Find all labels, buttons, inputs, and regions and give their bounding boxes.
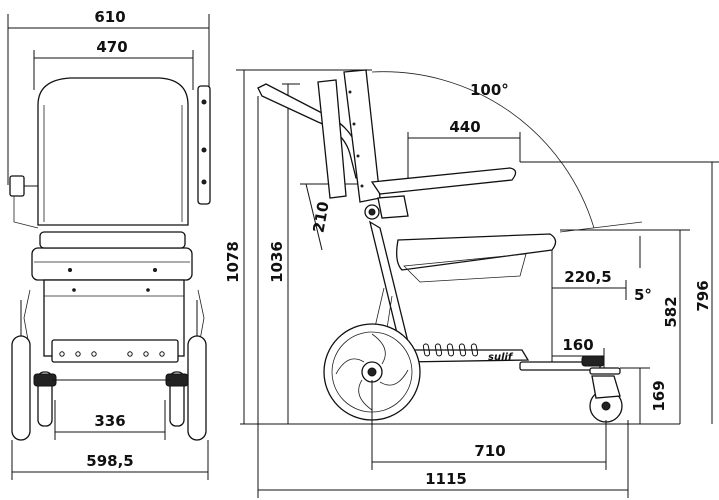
dim-overall-width: 610 xyxy=(94,8,125,26)
front-view: 610 470 xyxy=(7,8,211,480)
dim-armrest-top-height: 796 xyxy=(694,280,712,311)
front-armrest-right xyxy=(197,85,211,205)
dim-seat-offset: 220,5 xyxy=(564,268,611,286)
front-wheel-left xyxy=(11,335,31,441)
front-armrest-left xyxy=(9,175,25,197)
side-seat xyxy=(396,233,557,271)
front-wheel-right xyxy=(187,335,207,441)
dim-seat-width: 470 xyxy=(96,38,127,56)
dim-handle-height: 1036 xyxy=(268,241,286,283)
dim-seat-tilt: 5° xyxy=(634,286,652,304)
dim-armrest-length: 440 xyxy=(449,118,480,136)
dim-wheel-track: 336 xyxy=(94,412,125,430)
dim-overall-length: 1115 xyxy=(425,470,467,488)
front-backrest xyxy=(37,77,189,226)
dim-backrest-angle: 100° xyxy=(470,81,509,99)
dim-base-width: 598,5 xyxy=(86,452,133,470)
dim-overall-height: 1078 xyxy=(224,241,242,283)
dim-armrest-height: 210 xyxy=(309,200,332,234)
dim-wheelbase: 710 xyxy=(474,442,505,460)
dim-footrest-height: 169 xyxy=(650,380,668,411)
brand-mark: sulif xyxy=(488,352,514,363)
dim-seat-height: 582 xyxy=(662,296,680,327)
side-view: 1078 1036 100° 440 210 796 582 5° 2 xyxy=(224,69,719,498)
dim-footrest-length: 160 xyxy=(562,336,593,354)
front-seat xyxy=(31,247,193,281)
side-armrest xyxy=(370,167,517,195)
